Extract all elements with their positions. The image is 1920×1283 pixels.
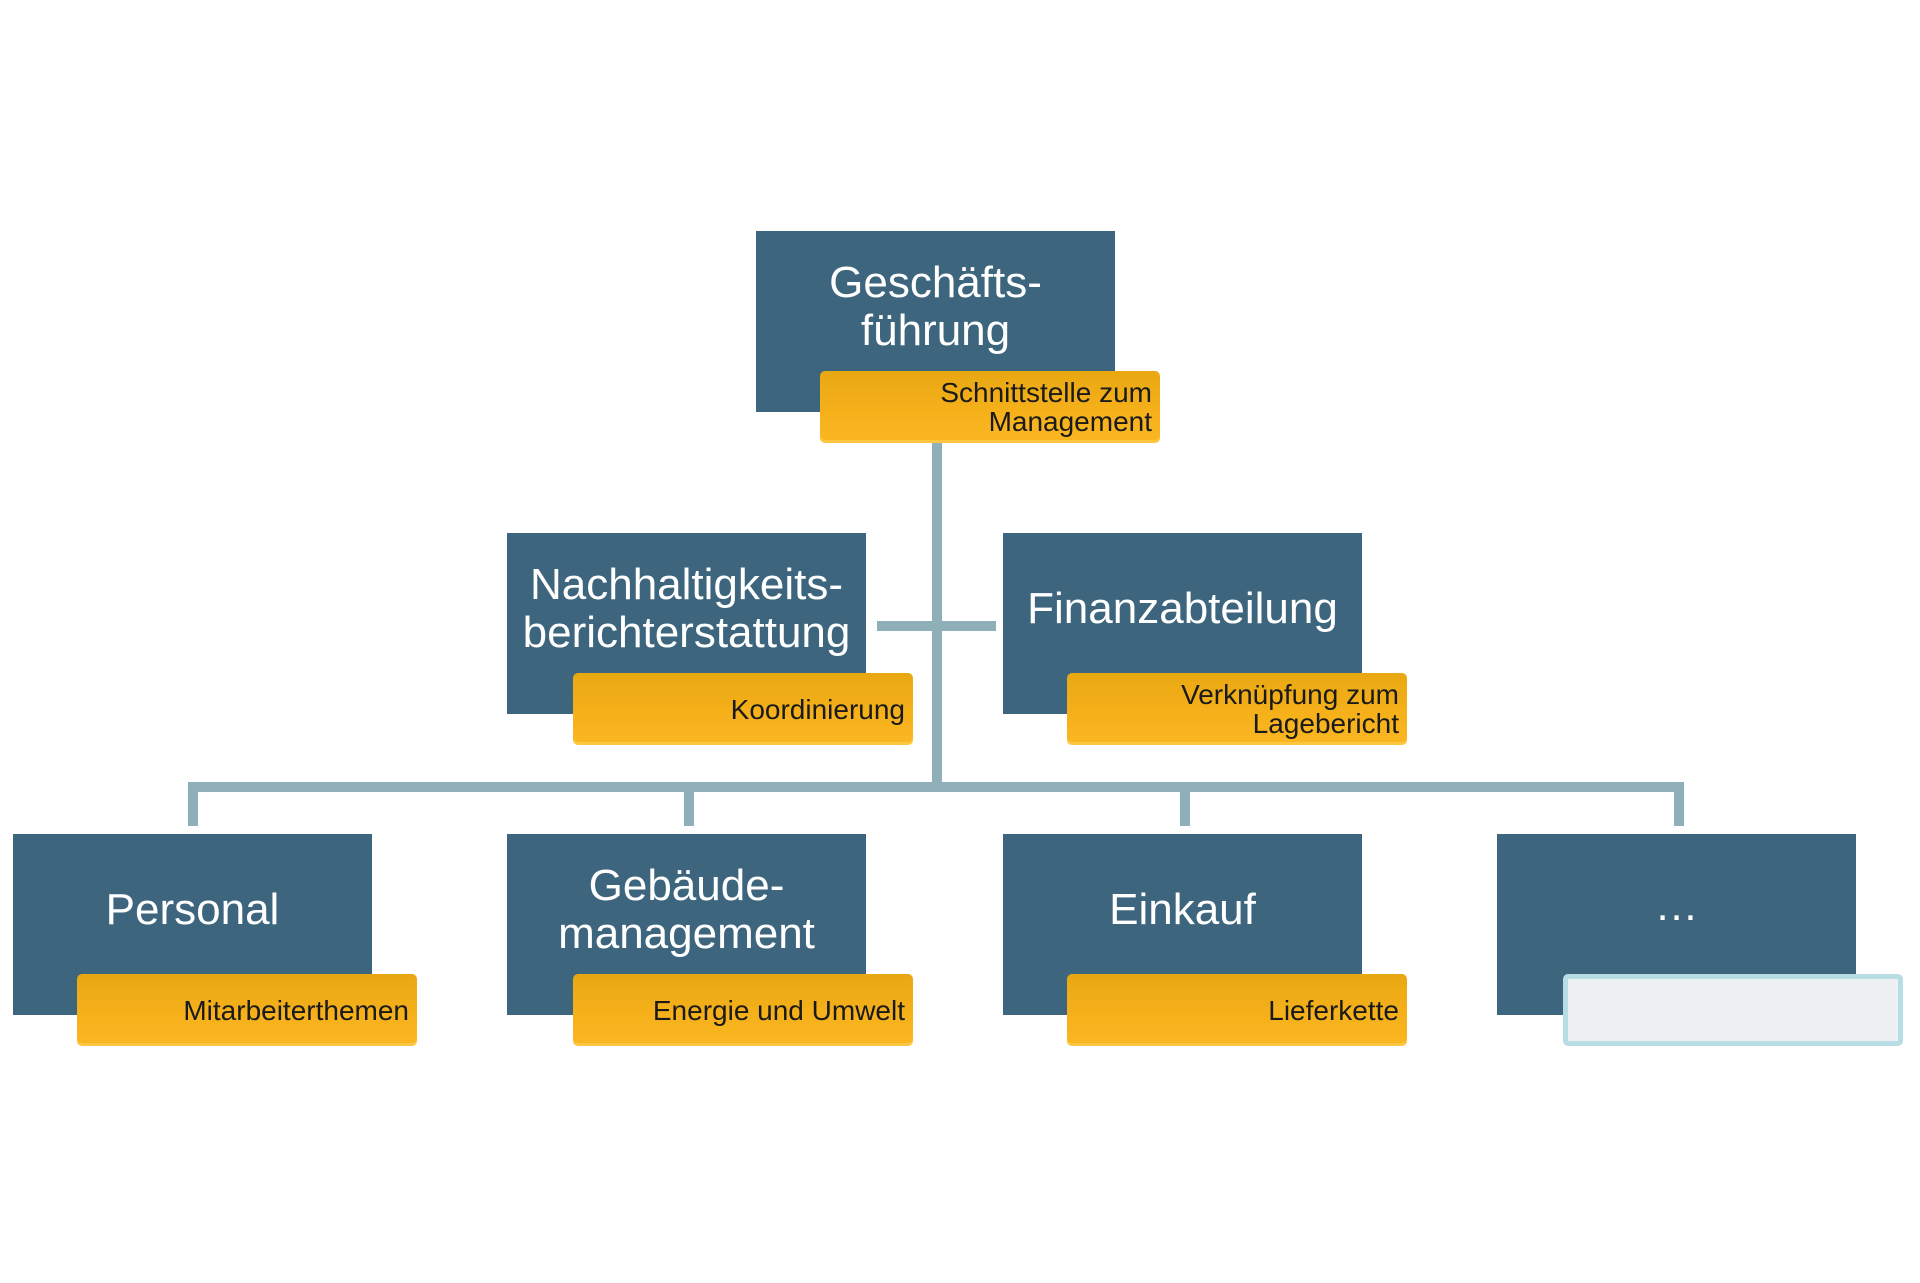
node-title: Nachhaltigkeits- berichterstattung [522, 560, 851, 657]
connector-department-bar [188, 782, 1684, 792]
connector-trunk [932, 443, 942, 787]
connector-drop-gebaeude [684, 782, 694, 826]
connector-drop-einkauf [1180, 782, 1190, 826]
node-title: Finanzabteilung [1027, 584, 1338, 633]
node-title: Einkauf [1109, 885, 1256, 934]
tag-lagebericht: Verknüpfung zum Lagebericht [1067, 673, 1407, 745]
node-title: Geschäfts- führung [829, 258, 1042, 355]
tag-schnittstelle: Schnittstelle zum Management [820, 371, 1160, 443]
connector-staff-bar [877, 621, 996, 631]
tag-empty [1563, 974, 1903, 1046]
node-title: … [1654, 881, 1699, 930]
node-finanzabteilung[interactable]: Finanzabteilung [1003, 533, 1362, 714]
node-title: Personal [105, 885, 280, 934]
tag-mitarbeiterthemen: Mitarbeiterthemen [77, 974, 417, 1046]
tag-koordinierung: Koordinierung [573, 673, 913, 745]
node-nachhaltigkeitsberichterstattung[interactable]: Nachhaltigkeits- berichterstattung [507, 533, 866, 714]
connector-drop-personal [188, 782, 198, 826]
connector-drop-more [1674, 782, 1684, 826]
tag-energie-umwelt: Energie und Umwelt [573, 974, 913, 1046]
node-title: Gebäude- management [558, 861, 815, 958]
tag-lieferkette: Lieferkette [1067, 974, 1407, 1046]
